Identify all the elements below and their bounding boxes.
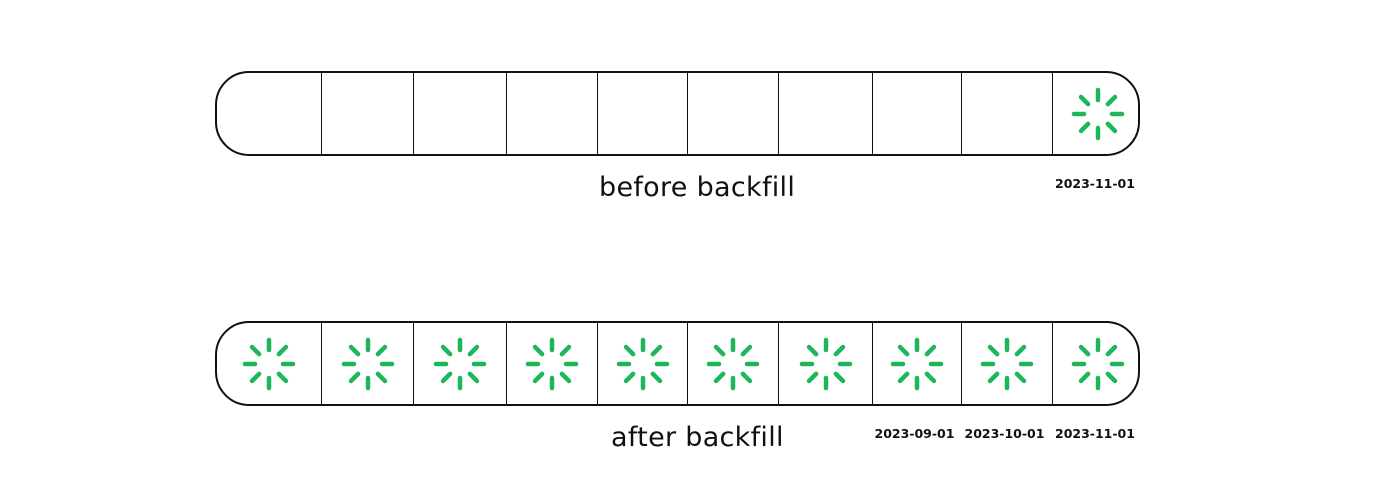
loading-spinner-icon xyxy=(433,337,487,390)
partition-date-label: 2023-11-01 xyxy=(1055,426,1135,441)
partition-cell xyxy=(872,323,961,404)
partition-cell xyxy=(687,73,778,154)
spinner-tick xyxy=(1078,121,1090,133)
spinner-tick xyxy=(897,371,910,383)
partition-cell xyxy=(217,323,321,404)
spinner-tick xyxy=(440,371,453,383)
spinner-tick xyxy=(623,344,635,356)
caption-before: before backfill xyxy=(599,172,796,203)
loading-spinner-icon xyxy=(980,337,1034,390)
spinner-tick xyxy=(713,371,726,383)
spinner-tick xyxy=(806,371,818,383)
spinner-tick xyxy=(375,371,387,383)
partition-cell xyxy=(321,323,413,404)
partition-cell xyxy=(413,323,506,404)
partition-cell xyxy=(217,73,321,154)
spinner-tick xyxy=(650,371,662,383)
spinner-tick xyxy=(1078,94,1090,106)
spinner-tick xyxy=(276,371,289,383)
partition-cell xyxy=(413,73,506,154)
partition-cell xyxy=(687,323,778,404)
spinner-tick xyxy=(1105,344,1117,356)
spinner-tick xyxy=(623,371,635,383)
spinner-tick xyxy=(532,344,545,356)
spinner-tick xyxy=(1078,371,1090,383)
partition-cell xyxy=(506,73,597,154)
spinner-tick xyxy=(1105,121,1117,133)
partition-cell xyxy=(872,73,961,154)
loading-spinner-icon xyxy=(1071,337,1124,390)
spinner-tick xyxy=(650,344,662,356)
spinner-tick xyxy=(276,344,289,356)
loading-spinner-icon xyxy=(341,337,394,390)
partition-cell xyxy=(597,323,687,404)
partition-cell xyxy=(1052,73,1138,154)
spinner-tick xyxy=(924,344,937,356)
partition-date-label: 2023-11-01 xyxy=(1055,176,1135,191)
partition-cell xyxy=(1052,323,1138,404)
spinner-tick xyxy=(987,371,1000,383)
partition-cell xyxy=(778,323,872,404)
loading-spinner-icon xyxy=(799,337,852,390)
spinner-tick xyxy=(467,344,480,356)
spinner-tick xyxy=(833,344,845,356)
spinner-tick xyxy=(806,344,818,356)
partition-strip-after xyxy=(215,321,1140,406)
partition-cell xyxy=(961,323,1052,404)
loading-spinner-icon xyxy=(1071,87,1124,140)
partition-date-label: 2023-10-01 xyxy=(964,426,1045,441)
loading-spinner-icon xyxy=(706,337,760,390)
loading-spinner-icon xyxy=(616,337,669,390)
spinner-tick xyxy=(1105,94,1117,106)
partition-cell xyxy=(961,73,1052,154)
spinner-tick xyxy=(833,371,845,383)
spinner-tick xyxy=(348,371,360,383)
spinner-tick xyxy=(1105,371,1117,383)
spinner-tick xyxy=(1014,371,1027,383)
loading-spinner-icon xyxy=(242,337,296,390)
partition-cell xyxy=(506,323,597,404)
spinner-tick xyxy=(559,371,572,383)
partition-date-label: 2023-09-01 xyxy=(874,426,955,441)
caption-after: after backfill xyxy=(611,422,784,453)
spinner-tick xyxy=(740,344,753,356)
spinner-tick xyxy=(559,344,572,356)
spinner-tick xyxy=(249,371,262,383)
partition-strip-before xyxy=(215,71,1140,156)
spinner-tick xyxy=(897,344,910,356)
spinner-tick xyxy=(740,371,753,383)
loading-spinner-icon xyxy=(890,337,944,390)
partition-cell xyxy=(321,73,413,154)
spinner-tick xyxy=(713,344,726,356)
spinner-tick xyxy=(1078,344,1090,356)
spinner-tick xyxy=(440,344,453,356)
partition-cell xyxy=(597,73,687,154)
loading-spinner-icon xyxy=(525,337,579,390)
spinner-tick xyxy=(375,344,387,356)
spinner-tick xyxy=(249,344,262,356)
spinner-tick xyxy=(467,371,480,383)
spinner-tick xyxy=(987,344,1000,356)
spinner-tick xyxy=(1014,344,1027,356)
spinner-tick xyxy=(348,344,360,356)
spinner-tick xyxy=(924,371,937,383)
spinner-tick xyxy=(532,371,545,383)
partition-cell xyxy=(778,73,872,154)
